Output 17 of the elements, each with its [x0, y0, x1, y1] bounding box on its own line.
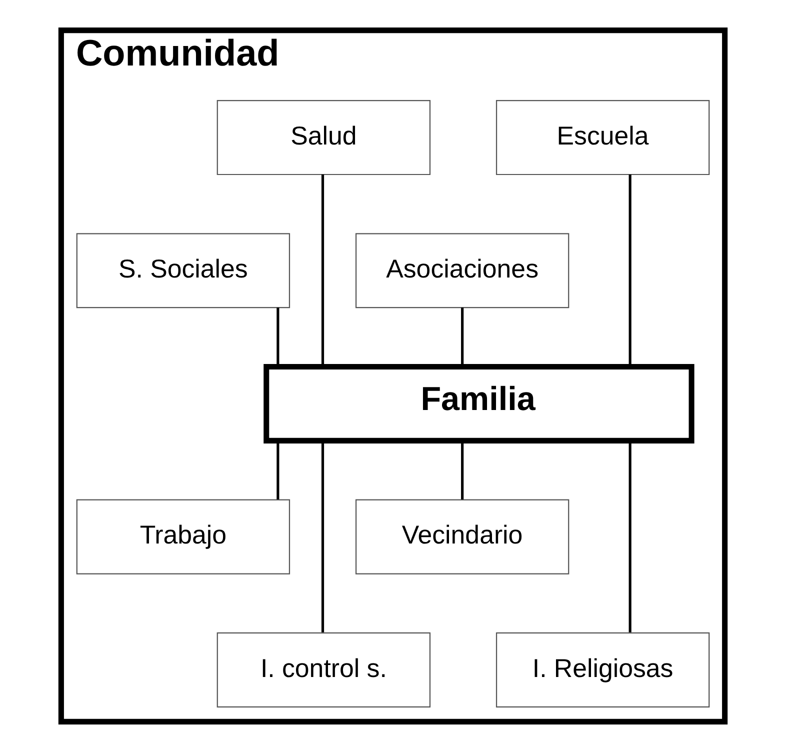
node-box: Escuela [495, 100, 710, 176]
node-box: I. Religiosas [495, 632, 710, 708]
node-box: Asociaciones [354, 233, 569, 308]
node-box: I. control s. [216, 632, 430, 708]
connector [628, 174, 631, 366]
connector [320, 174, 324, 366]
connector [460, 440, 464, 500]
connector [276, 440, 279, 500]
connector [276, 308, 279, 366]
node-box: Salud [216, 100, 430, 176]
node-box: Trabajo [76, 499, 290, 574]
connector [628, 440, 631, 632]
connector [460, 308, 464, 366]
node-box: S. Sociales [76, 233, 290, 308]
node-box: Familia [263, 364, 694, 444]
connector [320, 440, 324, 632]
node-box: Vecindario [354, 499, 569, 574]
